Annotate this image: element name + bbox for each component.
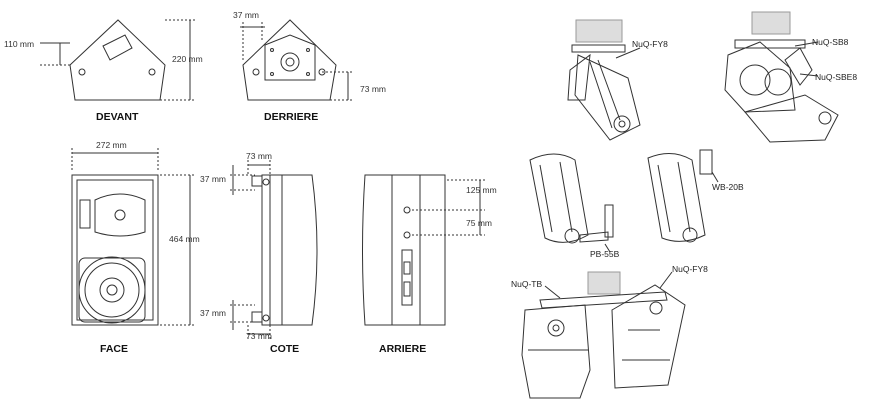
view-label-derriere: DERRIERE bbox=[264, 111, 318, 123]
dim-top-height-left: 110 mm bbox=[4, 39, 34, 49]
accessory-label-fy8-bottom: NuQ-FY8 bbox=[672, 264, 708, 274]
sb8-bracket-illustration bbox=[724, 11, 839, 143]
dim-side-top-width: 73 mm bbox=[246, 151, 272, 161]
view-label-cote: COTE bbox=[270, 343, 299, 355]
dim-rear-pitch-2: 75 mm bbox=[466, 218, 492, 228]
cote-view bbox=[251, 174, 318, 326]
pb55b-bracket-illustration bbox=[529, 153, 614, 244]
wb20b-bracket-illustration bbox=[647, 149, 713, 243]
dim-height: 464 mm bbox=[169, 234, 200, 244]
fy8-bracket-top-illustration bbox=[567, 19, 641, 141]
view-label-face: FACE bbox=[100, 343, 128, 355]
dim-rear-offset-top: 37 mm bbox=[233, 10, 259, 20]
dim-width: 272 mm bbox=[96, 140, 127, 150]
arriere-view bbox=[362, 174, 446, 326]
dim-rear-pitch-1: 125 mm bbox=[466, 185, 497, 195]
dim-side-bottom-width: 73 mm bbox=[246, 331, 272, 341]
view-label-devant: DEVANT bbox=[96, 111, 139, 123]
accessory-label-sb8: NuQ-SB8 bbox=[812, 37, 849, 47]
dim-side-top-offset: 37 mm bbox=[200, 174, 226, 184]
dim-side-bottom-offset: 37 mm bbox=[200, 308, 226, 318]
derriere-view bbox=[242, 19, 337, 101]
accessory-label-pb55b: PB-55B bbox=[590, 249, 620, 259]
accessory-label-sbe8: NuQ-SBE8 bbox=[815, 72, 857, 82]
tb-bar-illustration bbox=[521, 271, 686, 399]
dim-top-height-right: 220 mm bbox=[172, 54, 203, 64]
dim-rear-offset-side: 73 mm bbox=[360, 84, 386, 94]
devant-view bbox=[69, 19, 166, 101]
accessory-label-wb20b: WB-20B bbox=[712, 182, 744, 192]
accessory-label-fy8-top: NuQ-FY8 bbox=[632, 39, 668, 49]
view-label-arriere: ARRIERE bbox=[379, 343, 426, 355]
face-view bbox=[71, 174, 159, 326]
accessory-label-tb: NuQ-TB bbox=[511, 279, 543, 289]
